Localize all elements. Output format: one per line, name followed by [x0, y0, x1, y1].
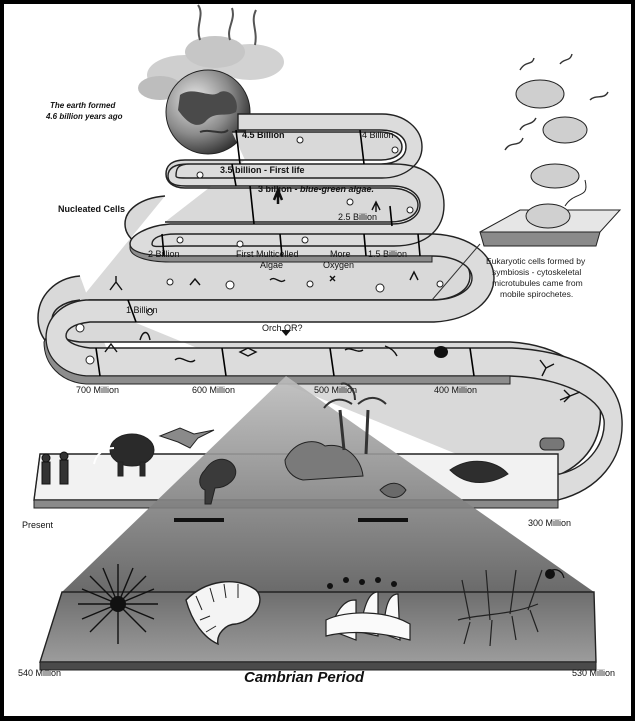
label-more: More [330, 249, 351, 259]
label-algae: Algae [260, 260, 283, 270]
era-marker-right [358, 518, 408, 522]
cambrian-period-title: Cambrian Period [244, 669, 365, 686]
label-530-million: 530 Million [572, 668, 615, 678]
label-nucleated-cells: Nucleated Cells [58, 204, 125, 214]
label-4-5-billion: 4.5 Billion [242, 130, 285, 140]
label-600-million: 600 Million [192, 385, 235, 395]
eukaryotic-note-line3: microtubules came from [492, 278, 583, 288]
era-marker-left [174, 518, 224, 522]
label-400-million: 400 Million [434, 385, 477, 395]
eukaryotic-note-line2: symbiosis - cytoskeletal [492, 267, 581, 277]
earth-formed-label-line2: 4.6 billion years ago [45, 112, 123, 121]
label-1-billion: 1 Billion [126, 305, 158, 315]
dark-blob [434, 346, 448, 358]
label-700-million: 700 Million [76, 385, 119, 395]
label-first-multicelled: First Multicelled [236, 249, 299, 259]
label-3-billion: 3 billion - blue-green algae. [258, 184, 374, 194]
label-present: Present [22, 520, 54, 530]
eukaryotic-note-line1: Eukaryotic cells formed by [486, 256, 586, 266]
label-oxygen: Oxygen [323, 260, 354, 270]
label-1-5-billion: 1.5 Billion [368, 249, 407, 259]
eukaryotic-note-line4: mobile spirochetes. [500, 289, 573, 299]
label-540-million: 540 Million [18, 668, 61, 678]
earth-formed-label-line1: The earth formed [50, 101, 116, 110]
label-3-5-billion-first-life: 3.5 billion - First life [220, 165, 305, 175]
label-2-billion: 2 Billion [148, 249, 180, 259]
label-2-5-billion: 2.5 Billion [338, 212, 377, 222]
fish [540, 438, 564, 450]
label-300-million: 300 Million [528, 518, 571, 528]
label-4-billion: 4 Billion [362, 130, 394, 140]
